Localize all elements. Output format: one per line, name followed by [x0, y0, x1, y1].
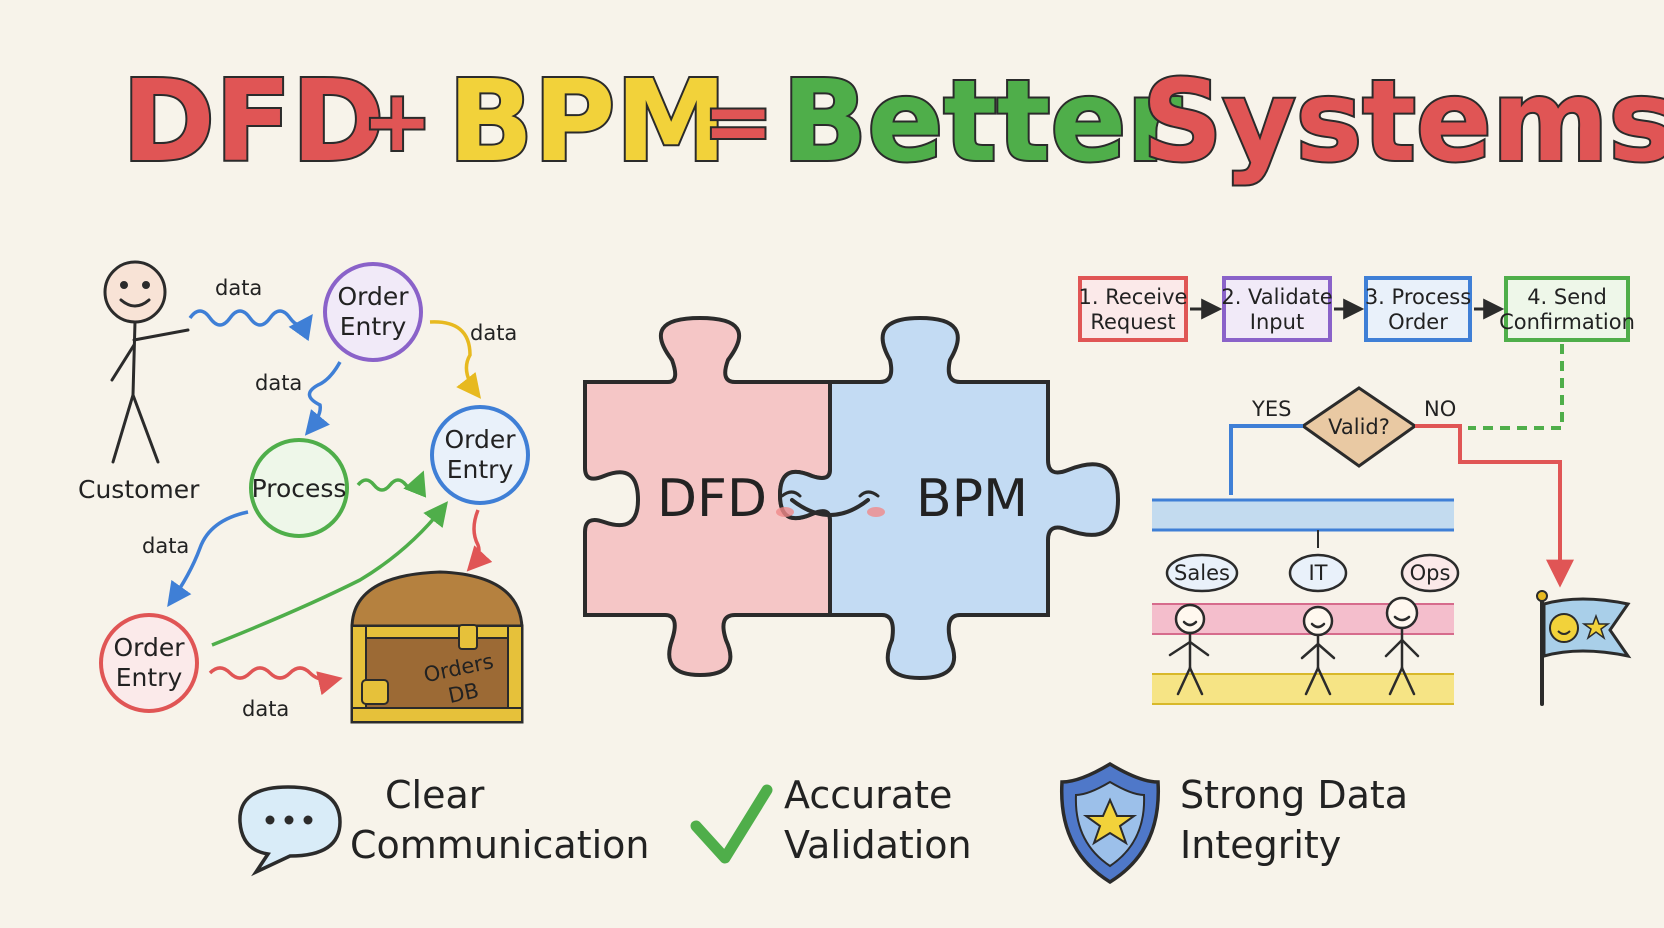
flow-right-to-db [466, 509, 493, 572]
title-bpm: BPM [448, 57, 727, 187]
title-systems: Systems! [1142, 57, 1664, 187]
node-order-entry-right: Order Entry [430, 405, 530, 505]
bpm-step-4: 4. Send Confirmation [1499, 276, 1635, 342]
checkmark-icon [690, 784, 773, 864]
flow-customer-to-order-entry [188, 309, 313, 342]
bpm-step-3-line2: Order [1388, 310, 1448, 334]
benefit-validation-line2: Validation [784, 823, 972, 867]
bpm-diagram: 1. Receive Request 2. Validate Input 3. … [1078, 276, 1635, 706]
flow-label-2: data [470, 321, 517, 345]
bpm-lane-ops-label: Ops [1410, 561, 1451, 585]
shield-star-icon [1059, 761, 1161, 885]
bpm-step-3-line1: 3. Process [1365, 285, 1471, 309]
puzzle-label-dfd: DFD [657, 469, 767, 529]
benefit-validation-line1: Accurate [784, 773, 952, 817]
flow-bottom-to-right [211, 501, 449, 647]
flow-label-1: data [215, 276, 262, 300]
node-order-entry-right-line2: Entry [447, 455, 514, 484]
bpm-dashed-connector [1468, 344, 1564, 430]
node-process: Process [249, 438, 349, 538]
title-better: Better [782, 57, 1182, 187]
main-title: DFD + BPM = Better Systems! [120, 55, 1664, 189]
node-order-entry-bottom: Order Entry [99, 613, 199, 713]
benefit-validation: Accurate Validation [690, 773, 972, 867]
bpm-no-label: NO [1424, 397, 1456, 421]
bpm-step-1: 1. Receive Request [1078, 276, 1188, 342]
node-order-entry-bottom-line1: Order [113, 633, 185, 662]
customer-figure [103, 260, 190, 464]
benefit-communication-line1: Clear [385, 773, 485, 817]
finish-flag-icon [1536, 590, 1632, 706]
title-equals: = [703, 72, 773, 170]
bpm-step-1-line1: 1. Receive [1079, 285, 1188, 309]
customer-label: Customer [78, 475, 200, 504]
bpm-step-2-line1: 2. Validate [1221, 285, 1332, 309]
benefit-integrity-line2: Integrity [1180, 823, 1341, 867]
flow-label-4: data [142, 534, 189, 558]
bpm-lane-sales: Sales [1165, 553, 1239, 696]
flow-order-entry-to-process [304, 361, 342, 436]
bpm-step-2: 2. Validate Input [1221, 276, 1333, 342]
puzzle-smile-icon [776, 490, 885, 517]
bpm-lane-it-label: IT [1308, 561, 1327, 585]
benefit-integrity: Strong Data Integrity [1059, 761, 1408, 885]
bpm-step-3: 3. Process Order [1364, 276, 1472, 342]
bpm-step-4-line1: 4. Send [1527, 285, 1607, 309]
flow-label-3: data [255, 371, 302, 395]
flow-order-entry-to-right [429, 320, 482, 399]
orders-db-chest: Orders DB [350, 570, 524, 724]
node-order-entry-top: Order Entry [323, 262, 423, 362]
puzzle-pieces: DFD BPM [583, 315, 1121, 681]
benefit-integrity-line1: Strong Data [1180, 773, 1408, 817]
node-order-entry-top-line1: Order [337, 282, 409, 311]
node-order-entry-top-line2: Entry [340, 312, 407, 341]
benefit-communication: Clear Communication [238, 773, 650, 877]
bpm-yes-path [1229, 424, 1303, 495]
bpm-decision-label: Valid? [1328, 415, 1390, 439]
flow-process-to-bottom [167, 510, 249, 607]
flow-process-to-right [356, 470, 427, 498]
node-process-label: Process [252, 474, 347, 503]
title-plus: + [362, 72, 432, 170]
bpm-step-2-line2: Input [1250, 310, 1304, 334]
bpm-step-1-line2: Request [1090, 310, 1175, 334]
bpm-step-4-line2: Confirmation [1499, 310, 1635, 334]
flow-label-5: data [242, 697, 289, 721]
speech-bubble-icon [238, 785, 342, 877]
dfd-diagram: Customer Order Entry Process Order Entry… [78, 260, 530, 724]
benefit-communication-line2: Communication [350, 823, 650, 867]
title-dfd: DFD [122, 57, 384, 187]
bpm-lane-it: IT [1288, 553, 1348, 696]
bpm-lane-ops: Ops [1384, 553, 1460, 696]
puzzle-label-bpm: BPM [916, 469, 1028, 529]
bpm-decision-diamond: Valid? [1300, 386, 1418, 468]
node-order-entry-bottom-line2: Entry [116, 663, 183, 692]
bpm-yes-label: YES [1251, 397, 1291, 421]
node-order-entry-right-line1: Order [444, 425, 516, 454]
flow-bottom-to-db [208, 666, 343, 696]
bpm-no-path [1415, 424, 1574, 588]
puzzle-piece-bpm [777, 315, 1121, 681]
benefits-row: Clear Communication Accurate Validation … [238, 761, 1408, 885]
bpm-lane-sales-label: Sales [1174, 561, 1230, 585]
